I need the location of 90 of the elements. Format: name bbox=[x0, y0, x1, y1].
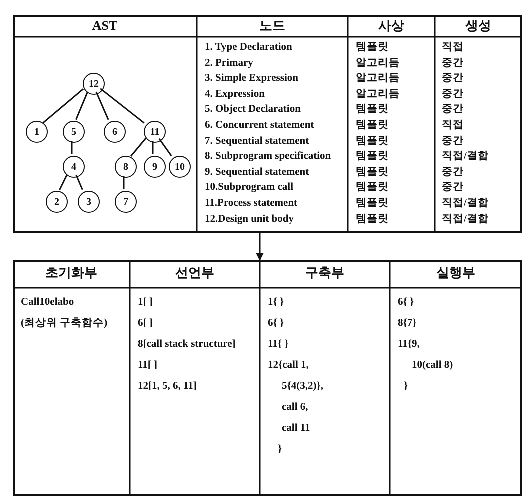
table-cell-text: 1{ } bbox=[268, 296, 284, 309]
tree-node-circle: 10 bbox=[169, 156, 191, 178]
table-cell-text: 6. Concurrent statement bbox=[205, 119, 314, 132]
tree-branch-line bbox=[123, 176, 125, 189]
table-cell-text: 템플릿 bbox=[356, 103, 389, 116]
tree-branch-line bbox=[76, 92, 88, 120]
tree-node-circle: 12 bbox=[83, 73, 105, 95]
column-header: 노드 bbox=[258, 19, 286, 32]
table-cell-text: 알고리듬 bbox=[356, 88, 400, 101]
table-cell-text: } bbox=[278, 443, 282, 456]
table-cell-text: 직접/결합 bbox=[442, 150, 489, 164]
table-cell-text: 11[ ] bbox=[138, 359, 158, 372]
table-cell-text: 템플릿 bbox=[356, 181, 389, 194]
tree-node-circle: 7 bbox=[115, 191, 137, 213]
table-cell-text: 7. Sequential statement bbox=[205, 134, 310, 148]
tree-node-circle: 11 bbox=[144, 121, 166, 143]
table-cell-text: 12.Design unit body bbox=[205, 212, 294, 226]
table-cell-text: call 6, bbox=[282, 401, 308, 414]
table-cell-text: 중간 bbox=[442, 181, 464, 194]
tree-node-circle: 9 bbox=[144, 156, 166, 178]
table-cell-text: 중간 bbox=[442, 88, 464, 101]
tree-branch-line bbox=[76, 174, 84, 190]
table-cell-text: 10(call 8) bbox=[412, 359, 454, 372]
column-header: AST bbox=[91, 19, 119, 32]
table-cell-text: 직접 bbox=[442, 119, 464, 132]
arrow bbox=[256, 233, 264, 261]
table-cell-text: 1[ ] bbox=[138, 296, 153, 309]
table-cell-text: 12[1, 5, 6, 11] bbox=[138, 380, 197, 393]
table-cell-text: 8[call stack structure] bbox=[138, 338, 236, 351]
table-cell-text: 3. Simple Expression bbox=[205, 72, 298, 86]
column-header: 초기화부 bbox=[44, 266, 98, 279]
tree-branch-line bbox=[152, 141, 154, 154]
table-cell-text: 템플릿 bbox=[356, 212, 389, 226]
tree-branch-line bbox=[42, 88, 84, 124]
table-cell-text: 8. Subprogram specification bbox=[205, 150, 332, 164]
table-cell-text: 템플릿 bbox=[356, 150, 389, 164]
column-header: 구축부 bbox=[304, 266, 346, 279]
table-cell-text: 11{9, bbox=[398, 338, 420, 351]
table-cell-text: 템플릿 bbox=[356, 41, 389, 54]
column-header: 선언부 bbox=[174, 266, 216, 279]
table-cell-text: 5. Object Declaration bbox=[205, 103, 301, 116]
column-header: 사상 bbox=[378, 19, 406, 32]
table-cell-text: 직접 bbox=[442, 41, 464, 54]
table-cell-text: 알고리듬 bbox=[356, 56, 400, 70]
table-cell-text: 10.Subprogram call bbox=[205, 181, 294, 194]
table-cell-text: 4. Expression bbox=[205, 88, 265, 101]
table-cell-text: 중간 bbox=[442, 134, 464, 148]
table-frame bbox=[13, 15, 522, 233]
table-cell-text: 직접/결합 bbox=[442, 197, 489, 210]
tree-node-circle: 5 bbox=[63, 121, 85, 143]
table-cell-text: 중간 bbox=[442, 166, 464, 179]
tree-node-circle: 3 bbox=[78, 191, 100, 213]
tree-branch-line bbox=[158, 138, 172, 156]
table-cell-text: 11.Process statement bbox=[205, 197, 298, 210]
tree-node-circle: 8 bbox=[115, 156, 137, 178]
table-cell-text: 2. Primary bbox=[205, 56, 254, 70]
table-cell-text: } bbox=[404, 380, 408, 393]
table-cell-text: 8{7} bbox=[398, 317, 417, 330]
tree-branch-line bbox=[96, 92, 110, 120]
table-cell-text: (최상위 구축함수) bbox=[21, 317, 108, 330]
tree-node-circle: 6 bbox=[104, 121, 126, 143]
tree-branch-line bbox=[100, 88, 145, 124]
tree-branch-line bbox=[130, 138, 147, 157]
tree-node-circle: 1 bbox=[26, 121, 48, 143]
table-cell-text: 11{ } bbox=[268, 338, 289, 351]
tree-node-circle: 4 bbox=[63, 156, 85, 178]
table-cell-text: 6[ ] bbox=[138, 317, 153, 330]
tree-branch-line bbox=[71, 141, 73, 154]
table-cell-text: 템플릿 bbox=[356, 119, 389, 132]
column-header: 생성 bbox=[464, 19, 492, 32]
tree-branch-line bbox=[59, 174, 68, 190]
table-cell-text: 9. Sequential statement bbox=[205, 166, 310, 179]
table-cell-text: 6{ } bbox=[268, 317, 284, 330]
table-cell-text: 6{ } bbox=[398, 296, 414, 309]
table-cell-text: 템플릿 bbox=[356, 166, 389, 179]
table-frame bbox=[13, 260, 522, 496]
table-cell-text: Call10elabo bbox=[21, 296, 74, 309]
table-cell-text: 템플릿 bbox=[356, 134, 389, 148]
tree-node-circle: 2 bbox=[46, 191, 68, 213]
table-cell-text: 12{call 1, bbox=[268, 359, 309, 372]
table-cell-text: 중간 bbox=[442, 72, 464, 86]
table-cell-text: 직접/결합 bbox=[442, 212, 489, 226]
column-header: 실행부 bbox=[436, 266, 476, 279]
table-cell-text: 중간 bbox=[442, 56, 464, 70]
table-cell-text: 템플릿 bbox=[356, 197, 389, 210]
table-cell-text: 중간 bbox=[442, 103, 464, 116]
table-cell-text: 알고리듬 bbox=[356, 72, 400, 86]
table-cell-text: call 11 bbox=[282, 422, 310, 435]
table-cell-text: 1. Type Declaration bbox=[205, 41, 292, 54]
table-cell-text: 5{4(3,2)}, bbox=[282, 380, 324, 393]
